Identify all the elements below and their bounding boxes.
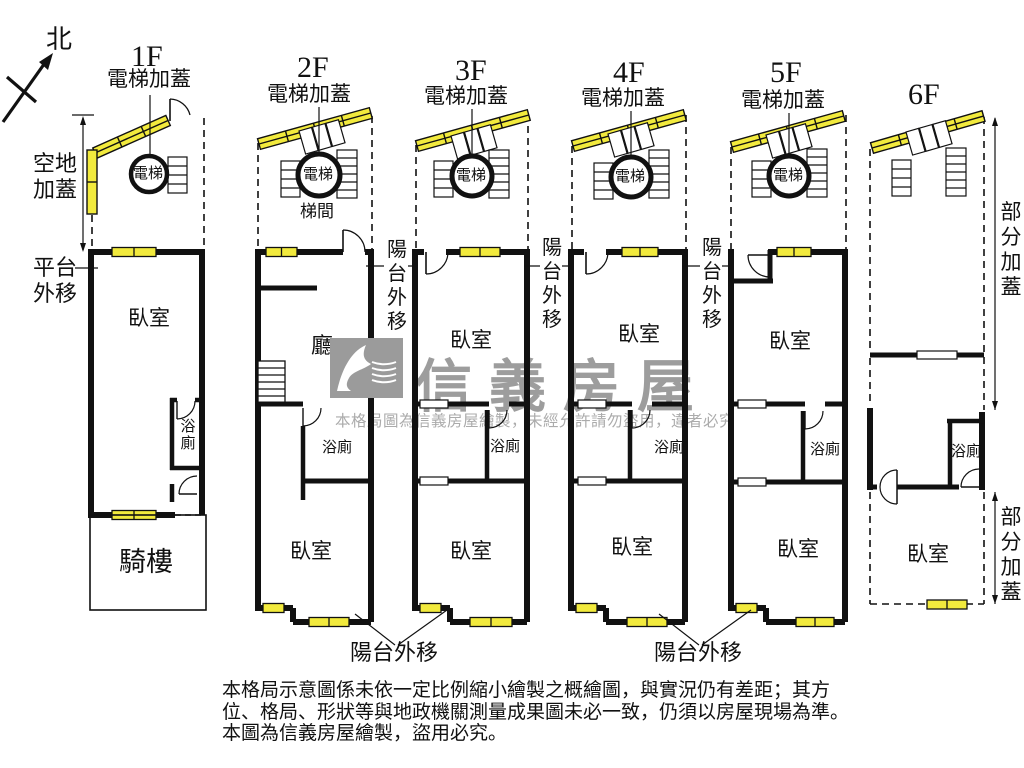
floor-6f-bath-label: 浴廁 [951, 444, 982, 460]
floor-5f-upper-bedroom-label: 臥室 [769, 329, 811, 353]
floor-1f-arcade-label: 騎樓 [119, 547, 173, 577]
floor-3f-balcony-label: 陽台外移 [542, 237, 562, 331]
floor-1f-drawing [72, 95, 207, 611]
compass-arrow [1, 53, 53, 123]
balcony-bottom-right-label: 陽台外移 [654, 640, 743, 665]
floor-2f-stairhall-label: 梯間 [300, 202, 334, 221]
disclaimer-text: 本格局示意圖係未依一定比例縮小繪製之概繪圖，與實況仍有差距；其方 位、格局、形狀… [222, 680, 849, 745]
disclaimer-line-3: 本圖為信義房屋繪製，盜用必究。 [222, 723, 508, 744]
floor-2f-balcony-label: 陽台外移 [387, 239, 407, 333]
floor-1f-roof-label: 電梯加蓋 [107, 67, 191, 91]
floor-5f-title: 5F [770, 56, 802, 89]
floor-2f-elevator-label: 電梯 [303, 167, 334, 183]
disclaimer-line-2: 位、格局、形狀等與地政機關測量成果圖未必一致，仍須以房屋現場為準。 [222, 701, 850, 723]
floor-6f-bedroom-label: 臥室 [907, 542, 949, 566]
floor-4f-bath-label: 浴廁 [654, 440, 685, 456]
floor-2f-bath-label: 浴廁 [322, 440, 353, 456]
floor-4f-roof-label: 電梯加蓋 [581, 86, 665, 110]
floor-3f-roof-label: 電梯加蓋 [424, 84, 508, 108]
floor-4f-balcony-label: 陽台外移 [702, 237, 722, 331]
balcony-leader-lines [354, 609, 752, 646]
disclaimer-line-1: 本格局示意圖係未依一定比例縮小繪製之概繪圖，與實況仍有差距；其方 [222, 680, 831, 701]
floor-3f-upper-bedroom-label: 臥室 [450, 328, 492, 352]
floor-5f-bedroom-label: 臥室 [777, 537, 819, 561]
floor-6f-partial-bottom-label: 部分加蓋 [1000, 505, 1022, 604]
floor-6f-partial-top-label: 部分加蓋 [1000, 200, 1022, 299]
floor-3f-elevator-label: 電梯 [456, 168, 487, 184]
floor-3f-bedroom-label: 臥室 [450, 539, 492, 563]
watermark-notice-text: 本格局圖為信義房屋繪製，未經允許請勿盜用，違者必究 [335, 413, 736, 430]
floor-5f-bath-label: 浴廁 [810, 442, 841, 458]
floor-3f-bath-label: 浴廁 [490, 439, 521, 455]
sinyi-logo-icon [330, 338, 403, 398]
floor-2f-living-label: 廳 [311, 333, 334, 358]
floor-2f-drawing [255, 107, 416, 628]
floor-4f-title: 4F [613, 56, 645, 89]
floor-1f-title: 1F [131, 40, 163, 73]
floor-6f-title: 6F [908, 78, 940, 111]
floor-4f-drawing [568, 109, 731, 628]
floor-4f-bedroom-label: 臥室 [611, 535, 653, 559]
floor-5f-roof-label: 電梯加蓋 [741, 88, 825, 112]
floor-1f-bedroom-label: 臥室 [128, 306, 170, 330]
floor-5f-drawing [728, 110, 848, 628]
watermark-brand-text: 信義房屋 [415, 355, 711, 419]
north-label: 北 [46, 25, 73, 54]
floor-6f-drawing [867, 110, 998, 610]
floor-2f-bedroom-label: 臥室 [290, 539, 332, 563]
floor-1f-elevator-label: 電梯 [133, 166, 164, 182]
floor-3f-title: 3F [455, 54, 487, 87]
floor-1f-vacant-label: 空地加蓋 [32, 151, 77, 202]
floor-4f-upper-bedroom-label: 臥室 [618, 322, 660, 346]
floor-1f-bath-label: 浴廁 [180, 419, 196, 452]
floor-2f-roof-label: 電梯加蓋 [267, 82, 351, 106]
balcony-bottom-left-label: 陽台外移 [350, 640, 439, 665]
floor-2f-title: 2F [297, 51, 329, 84]
floor-5f-elevator-label: 電梯 [773, 168, 804, 184]
floor-3f-drawing [412, 109, 571, 628]
floor-1f-platform-label: 平台外移 [32, 255, 77, 306]
floor-4f-elevator-label: 電梯 [615, 169, 646, 185]
